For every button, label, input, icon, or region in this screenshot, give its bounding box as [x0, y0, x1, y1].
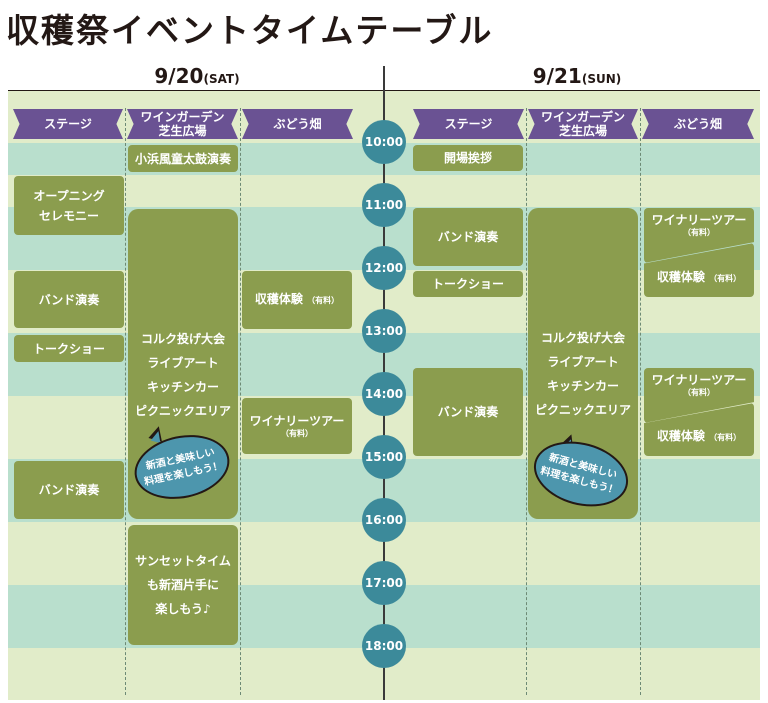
time-marker-1500: 15:00 [362, 435, 406, 479]
day-header-divider [385, 90, 760, 91]
event-opening-ceremony: オープニングセレモニー [14, 176, 124, 235]
day-header-sun: 9/21(SUN) [517, 64, 637, 88]
event-talk-show: トークショー [14, 335, 124, 362]
event-taiko: 小浜風童太鼓演奏 [128, 145, 238, 172]
event-sunset-time: サンセットタイムも新酒片手に楽しもう♪ [128, 525, 238, 645]
column-divider [125, 108, 126, 695]
page-title: 収穫祭イベントタイムテーブル [6, 11, 494, 50]
column-header-stage-sun: ステージ [413, 109, 524, 139]
time-marker-1100: 11:00 [362, 183, 406, 227]
event-band-2: バンド演奏 [14, 461, 124, 519]
time-marker-1200: 12:00 [362, 246, 406, 290]
time-marker-1600: 16:00 [362, 498, 406, 542]
column-header-vineyard-sat: ぶどう畑 [242, 109, 353, 139]
event-talk-show-sun: トークショー [413, 271, 523, 297]
day-weekday: (SUN) [581, 72, 622, 86]
day-date: 9/21 [532, 64, 582, 88]
day-date: 9/20 [154, 64, 204, 88]
time-marker-1300: 13:00 [362, 309, 406, 353]
event-band-1-sun: バンド演奏 [413, 208, 523, 266]
event-harvest-sat: 収穫体験 （有料） [242, 271, 352, 329]
event-opening-greeting: 開場挨拶 [413, 145, 523, 171]
column-divider [240, 108, 241, 695]
day-weekday: (SAT) [203, 72, 240, 86]
column-divider [640, 108, 641, 695]
time-marker-1000: 10:00 [362, 120, 406, 164]
event-band-2-sun: バンド演奏 [413, 368, 523, 456]
column-header-vineyard-sun: ぶどう畑 [642, 109, 754, 139]
event-band-1: バンド演奏 [14, 271, 124, 328]
day-header-divider [8, 90, 383, 91]
time-marker-1400: 14:00 [362, 372, 406, 416]
column-header-wine-garden-sat: ワインガーデン芝生広場 [127, 109, 238, 139]
column-divider [526, 108, 527, 695]
day-header-sat: 9/20(SAT) [137, 64, 257, 88]
column-header-wine-garden-sun: ワインガーデン芝生広場 [528, 109, 638, 139]
time-marker-1800: 18:00 [362, 624, 406, 668]
time-marker-1700: 17:00 [362, 561, 406, 605]
column-header-stage-sat: ステージ [13, 109, 123, 139]
event-winery-tour-sat: ワイナリーツアー（有料） [242, 398, 352, 454]
